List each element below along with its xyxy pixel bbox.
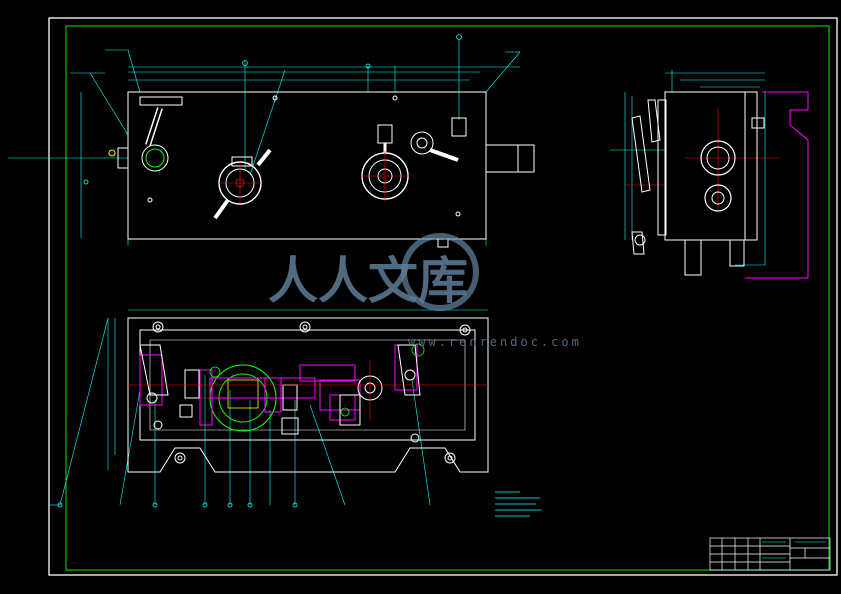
side-view [610,70,809,279]
front-view [8,34,535,248]
outer-frame [48,17,838,576]
section-view [49,309,489,508]
technical-notes [495,491,542,517]
inner-frame [65,25,830,571]
watermark-logo-ring [401,233,479,311]
watermark: 人人文库 www.renrendoc.com [268,233,582,349]
title-block [709,537,831,571]
watermark-url: www.renrendoc.com [408,335,582,349]
watermark-text: 人人文库 [268,252,468,310]
